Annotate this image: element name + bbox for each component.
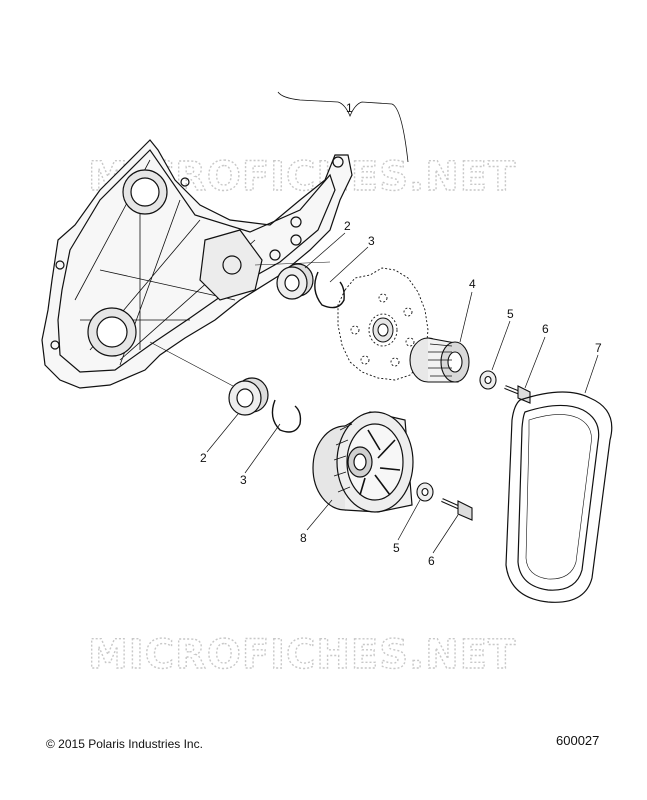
washer-lower <box>416 482 434 502</box>
figure-number: 600027 <box>556 733 600 748</box>
callout-2-lower: 2 <box>200 451 207 465</box>
callout-1-bracket <box>277 91 409 163</box>
bolt-lower <box>441 498 473 521</box>
drive-gear <box>409 337 470 383</box>
callout-5-upper: 5 <box>507 307 514 321</box>
washer-upper <box>479 370 497 390</box>
callout-2-upper: 2 <box>344 219 351 233</box>
callout-6-upper: 6 <box>542 322 549 336</box>
callout-7: 7 <box>595 341 602 355</box>
bearing-lower <box>228 377 269 416</box>
callout-3-upper: 3 <box>368 234 375 248</box>
shaft-axis-upper <box>254 261 331 266</box>
phantom-sprocket <box>337 267 429 381</box>
drive-belt <box>505 391 613 603</box>
snap-ring-upper <box>314 271 345 309</box>
sprocket-hub <box>372 317 394 343</box>
callout-8: 8 <box>300 531 307 545</box>
driven-sprocket <box>312 411 414 513</box>
copyright-notice: © 2015 Polaris Industries Inc. <box>46 737 203 751</box>
watermark-bottom: MICROFICHES.NET <box>88 632 516 678</box>
snap-ring-lower <box>271 399 302 433</box>
bolt-upper <box>504 385 531 404</box>
callout-3-lower: 3 <box>240 473 247 487</box>
bearing-upper <box>276 263 314 300</box>
callout-4: 4 <box>469 277 476 291</box>
callout-5-lower: 5 <box>393 541 400 555</box>
chaincase-housing <box>41 139 353 389</box>
callout-6-lower: 6 <box>428 554 435 568</box>
leader-lines <box>206 232 599 554</box>
callout-1: 1 <box>346 101 353 115</box>
